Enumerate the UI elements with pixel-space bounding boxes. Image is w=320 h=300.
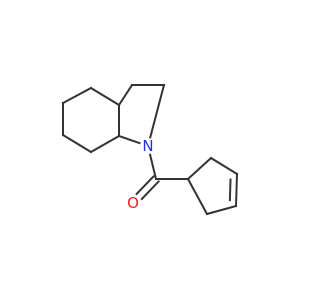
bond-line — [89, 134, 121, 154]
bond-line — [205, 204, 238, 216]
bond-a9-a6 — [117, 134, 141, 145]
bond-a8-a9 — [149, 83, 166, 139]
bond-a13-a14 — [209, 156, 239, 176]
bond-a5-a6 — [89, 134, 121, 154]
atom-label-o: O — [127, 194, 139, 212]
bond-line — [117, 83, 134, 107]
bond-a10-a11 — [135, 175, 161, 201]
bond-line — [234, 172, 239, 208]
bond-line — [89, 86, 121, 107]
bond-line — [209, 156, 239, 176]
bond-a14-a15 — [228, 172, 239, 208]
bond-a1-a7 — [117, 83, 134, 107]
bond-line — [186, 177, 209, 216]
atom-label-layer: NO — [127, 137, 154, 212]
bond-line — [186, 156, 213, 181]
bond-a15-a16 — [205, 204, 238, 216]
bond-line — [149, 83, 166, 139]
molecule-structure: NO — [61, 83, 239, 216]
bond-a4-a5 — [61, 133, 93, 154]
bond-line — [61, 86, 93, 105]
bond-a1-a2 — [89, 86, 121, 107]
atom-label-n: N — [142, 137, 153, 155]
bond-line-a — [135, 175, 155, 196]
bond-line — [61, 133, 93, 154]
bond-line — [117, 134, 141, 145]
bond-a12-a13 — [186, 156, 213, 181]
bond-inner-line — [228, 178, 232, 202]
bond-a2-a3 — [61, 86, 93, 105]
bond-line-b — [140, 180, 161, 201]
bond-a9-a10 — [148, 153, 158, 181]
bond-a16-a12 — [186, 177, 209, 216]
bond-layer — [61, 83, 239, 216]
bond-line — [148, 153, 158, 181]
